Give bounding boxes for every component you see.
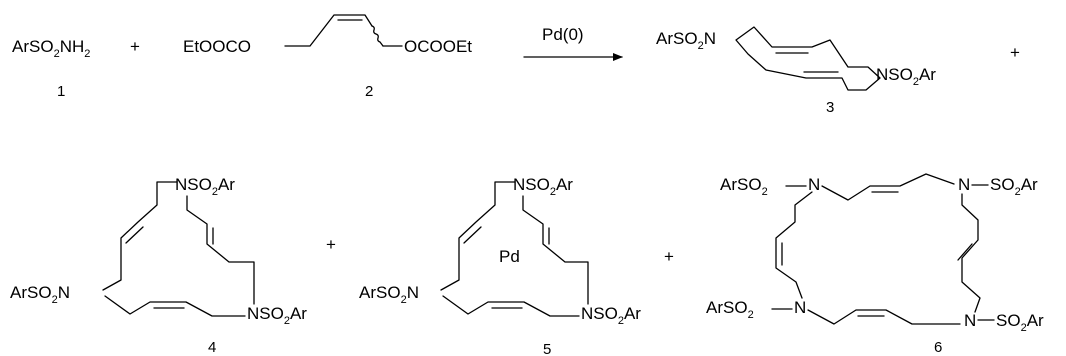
- product-5-bottom-arm: [442, 295, 580, 317]
- product-4-right-arm: [186, 195, 255, 305]
- plus-sign-4: +: [664, 247, 674, 266]
- reactant-1: ArSO2NH2 1: [12, 37, 90, 100]
- product-4-bottom-arm: [104, 295, 246, 317]
- product-6-bottom-left-group: ArSO2: [706, 298, 754, 321]
- plus-sign-2: +: [1010, 43, 1020, 62]
- product-6-top-right-nitrogen: N: [958, 175, 970, 194]
- product-6-left-bridge: [775, 191, 813, 299]
- arrow-reagent: Pd(0): [542, 25, 584, 44]
- product-5-palladium-center: Pd: [499, 247, 520, 266]
- reactant-1-formula: ArSO2NH2: [12, 37, 90, 60]
- compound-number-6: 6: [934, 339, 942, 356]
- product-5-left-nitrogen: ArSO2N: [359, 283, 419, 306]
- product-6-bottom-bridge: [807, 309, 961, 325]
- product-6-top-bridge: [821, 173, 955, 201]
- product-6-top-right-group: SO2Ar: [990, 175, 1038, 198]
- product-4-top-nitrogen: NSO2Ar: [175, 175, 235, 198]
- plus-sign-3: +: [326, 235, 336, 254]
- product-6-right-double-bond: [957, 243, 973, 261]
- reactant-2-wavy-bond: [371, 25, 384, 47]
- compound-number-4: 4: [208, 339, 216, 356]
- product-6-bottom-right-group: SO2Ar: [996, 311, 1044, 334]
- plus-sign-1: +: [130, 37, 140, 56]
- product-5-right-arm: [522, 195, 589, 305]
- product-5: NSO2Ar ArSO2N NSO2Ar Pd 5: [359, 175, 641, 356]
- reactant-2-chain: [284, 14, 373, 47]
- product-4-right-nitrogen: NSO2Ar: [247, 304, 307, 327]
- product-4-left-double-bond: [125, 226, 144, 244]
- compound-number-2: 2: [365, 83, 373, 100]
- product-3-left-substituent: ArSO2N: [656, 29, 716, 52]
- product-5-left-double-bond: [463, 226, 482, 244]
- product-5-right-nitrogen: NSO2Ar: [581, 304, 641, 327]
- compound-number-5: 5: [543, 341, 551, 356]
- product-4-left-nitrogen: ArSO2N: [10, 283, 70, 306]
- product-5-left-arm: [440, 181, 516, 291]
- product-6-top-left-group: ArSO2: [720, 175, 768, 198]
- product-6-top-left-nitrogen: N: [808, 175, 820, 194]
- product-6-bottom-right-nitrogen: N: [964, 311, 976, 330]
- reactant-2-right-group: OCOOEt: [404, 37, 472, 56]
- reactant-2: EtOOCO OCOOEt 2: [183, 14, 472, 100]
- reactant-2-left-group: EtOOCO: [183, 37, 251, 56]
- product-3-ring: [735, 26, 881, 91]
- compound-number-1: 1: [57, 83, 65, 100]
- product-4: NSO2Ar ArSO2N NSO2Ar 4: [10, 175, 307, 356]
- product-6: ArSO2 N N SO2Ar ArSO2 N N SO2Ar 6: [706, 173, 1044, 356]
- product-3: ArSO2N NSO2Ar 3: [656, 26, 936, 116]
- reaction-arrow: Pd(0): [523, 25, 623, 61]
- product-5-top-nitrogen: NSO2Ar: [513, 175, 573, 198]
- product-6-right-bridge: [961, 193, 981, 313]
- product-6-bottom-left-nitrogen: N: [794, 298, 806, 317]
- product-3-right-substituent: NSO2Ar: [876, 65, 936, 88]
- compound-number-3: 3: [826, 99, 834, 116]
- product-4-left-arm: [102, 181, 178, 291]
